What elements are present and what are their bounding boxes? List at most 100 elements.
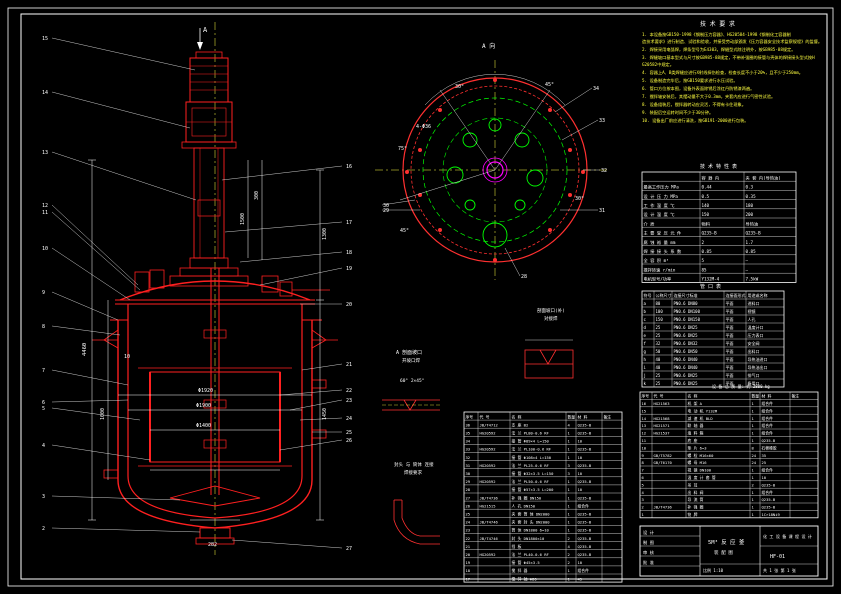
bom-left-header-5: 备注 — [604, 414, 612, 419]
bom-right-cell: 9 — [642, 453, 645, 458]
bom-left-cell: 45 — [578, 576, 583, 581]
bom-right-cell: 13 — [642, 423, 647, 428]
spec-cell: 腐 蚀 裕 量 mm — [644, 239, 676, 246]
bom-left-cell: 2 — [568, 552, 570, 557]
nozzle-cell: PN0.6 DN25 — [674, 381, 699, 386]
nozzle-cell: i — [644, 365, 647, 370]
spec-cell: 0.85 — [746, 249, 757, 254]
support-lug-left — [103, 329, 119, 349]
nozzle-cell: 平面 — [726, 341, 734, 346]
bom-right-cell: Q235-B — [762, 482, 776, 487]
spec-cell: 200 — [746, 212, 754, 217]
bom-right-cell: 组合件 — [762, 468, 774, 473]
spec-cell: 140 — [702, 203, 710, 208]
bom-left-cell: 19 — [466, 560, 471, 565]
plan-balloon-31: 31 — [599, 208, 605, 214]
plan-bolt-holes — [405, 78, 585, 262]
bom-right-cell: 5 — [642, 482, 644, 487]
bom-right-cell: 石棉橡胶 — [762, 445, 777, 450]
nozzle-cell: 平面 — [726, 349, 734, 354]
nozzle-cell: PN0.6 DN50 — [674, 349, 699, 354]
plan-angle-4: 30° — [575, 196, 584, 202]
nozzle-cell: g — [644, 349, 647, 354]
bom-right-cell: 出 料 阀 — [688, 490, 704, 495]
bom-right-cell: 1 — [642, 512, 645, 517]
bom-right-cell: 填 料 箱 — [688, 431, 704, 436]
bom-left-cell: 3 — [568, 471, 570, 476]
nozzle-cell: 导热油出口 — [748, 364, 768, 370]
bom-left-cell: Q235-B — [578, 422, 592, 427]
spec-cell: 物料 — [702, 220, 711, 227]
dim-label-6: 10 — [124, 354, 130, 360]
balloon-left-14: 14 — [42, 90, 48, 96]
spec-cell: 1.7 — [746, 240, 754, 245]
view-arrow-label: A — [203, 26, 208, 34]
nozzle-cell: 40 — [656, 365, 661, 370]
bom-left-cell: 25 — [466, 512, 471, 517]
bom-left-cell: 法 兰 PL25-0.6 RF — [512, 463, 550, 468]
balloon-left-2: 2 — [42, 526, 45, 532]
bom-left-cell: HG20592 — [480, 463, 496, 468]
weld3-sub: 焊接要求 — [404, 469, 422, 476]
nozzle-header-1: 公称尺寸 — [656, 292, 672, 298]
nozzle-cell: 平面 — [726, 373, 734, 378]
bom-left-cell: 29 — [466, 479, 471, 484]
spec-cell: 0.5 — [702, 194, 710, 199]
bom-right-cell: 螺 栓 M16×60 — [688, 453, 715, 458]
bom-right-header-4: 材 料 — [762, 394, 772, 399]
tech-line-10: 10. 设备出厂前应进行清洗，按GB191-2000进行包装。 — [642, 117, 748, 124]
tb-drawing-no: HF-01 — [770, 554, 785, 560]
nozzle-cell: 平面 — [726, 381, 734, 386]
spec-header-2: 夹 套 内(导热油) — [746, 174, 781, 181]
bom-right-cell: 1 — [752, 423, 755, 428]
bom-left-cell: 10 — [578, 439, 583, 444]
tb-subtitle: 装 配 图 — [714, 549, 733, 556]
balloon-right-20: 20 — [346, 302, 352, 308]
bom-left-cell: 夹 套 封 头 DN2000 — [512, 520, 551, 525]
balloon-right-18: 18 — [346, 250, 352, 256]
bom-right-cell: 底 座 — [688, 438, 698, 443]
dim-label-2: 1450 — [322, 408, 328, 420]
nozzle-cell: 平面 — [726, 317, 734, 322]
bom-left-cell: Q235-B — [578, 495, 592, 500]
dimension-lines — [88, 159, 324, 521]
nozzle-cell: a — [644, 301, 647, 306]
agitator — [169, 485, 261, 507]
bom-left-cell: JB/T4746 — [480, 520, 499, 525]
nozzle-cell: h — [644, 357, 647, 362]
bom-right-cell: 1 — [752, 438, 755, 443]
nozzle-header-0: 符号 — [644, 292, 652, 298]
tech-title: 技 术 要 求 — [700, 20, 735, 28]
bom-left-cell: 法 兰 PL80-0.6 RF — [512, 431, 550, 436]
bom-left-cell: 35 — [466, 431, 471, 436]
bom-right-cell: GB/T6170 — [654, 460, 673, 465]
bom-left-cell: 法 兰 PL40-0.6 RF — [512, 552, 550, 557]
plan-angle-1: 30° — [455, 84, 464, 90]
bom-right-cell: 1 — [752, 431, 755, 436]
bom-left-cell: 接 管 Φ32×3.5 L=150 — [512, 471, 555, 476]
spec-cell: 主 要 受 压 元 件 — [644, 230, 682, 237]
bom-right-cell: Q235-B — [762, 438, 776, 443]
dia-label-3: Φ1400 — [196, 423, 211, 429]
nozzle-cell: PN0.6 DN25 — [674, 325, 699, 330]
plan-angle-2: 45° — [545, 82, 554, 88]
bom-right-cell: 35 — [762, 453, 767, 458]
bom-left-cell: 10 — [578, 455, 583, 460]
bom-right-cell: 组合件 — [762, 431, 774, 436]
spec-cell: 设 计 温 度 ℃ — [644, 211, 675, 218]
bom-left-cell: HG20592 — [480, 447, 496, 452]
tech-line-6: 6. 管口方位按本图，设备外表面除锈后涂红丹防锈漆两遍。 — [642, 85, 754, 92]
bom-left-header-3: 数量 — [568, 414, 576, 419]
bom-left-cell: 人 孔 DN150 — [512, 503, 536, 508]
tb-check: 审 核 — [643, 549, 655, 556]
bom-right-cell: 3 — [642, 497, 644, 502]
bom-right-header-1: 代 号 — [654, 394, 664, 399]
bom-left-cell: 1 — [568, 576, 571, 581]
bom-left-cell: 1 — [568, 455, 571, 460]
spec-cell: — — [746, 258, 749, 263]
nozzle-cell: PN0.6 DN40 — [674, 365, 699, 370]
bom-left-cell: 组合件 — [578, 568, 590, 573]
bom-left-cell: Q235-B — [578, 552, 592, 557]
